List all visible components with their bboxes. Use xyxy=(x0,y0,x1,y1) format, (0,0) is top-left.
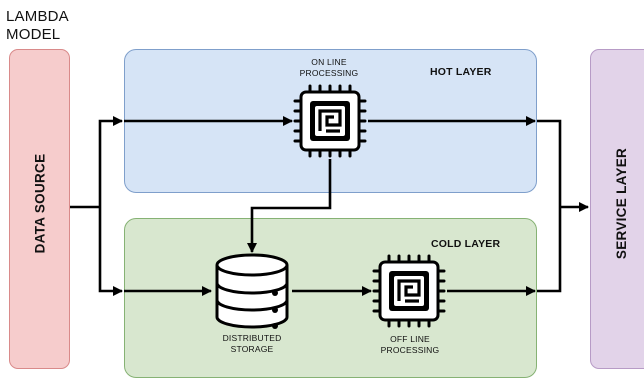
arrow-online-to-storage xyxy=(247,159,332,253)
connector-layer xyxy=(70,84,589,329)
distributed-storage-database-icon xyxy=(215,253,289,329)
hot-layer-title: HOT LAYER xyxy=(430,66,492,78)
data-source-box xyxy=(9,49,70,369)
arrow-source-to-hot xyxy=(98,116,123,207)
arrow-source-to-cold xyxy=(98,207,123,296)
cold-layer-box xyxy=(124,218,537,378)
distributed-storage-caption: DISTRIBUTED STORAGE xyxy=(222,333,282,354)
online-processing-caption: ON LINE PROCESSING xyxy=(299,57,359,78)
offline-processing-caption: OFF LINE PROCESSING xyxy=(380,334,440,355)
arrow-hot-to-merge xyxy=(537,119,562,207)
online-processing-cpu-icon xyxy=(293,84,367,158)
diagram-title: LAMBDA MODEL xyxy=(6,8,69,43)
arrow-cold-to-merge xyxy=(537,207,562,293)
cold-layer-title: COLD LAYER xyxy=(431,238,501,250)
offline-processing-cpu-icon xyxy=(372,254,446,328)
